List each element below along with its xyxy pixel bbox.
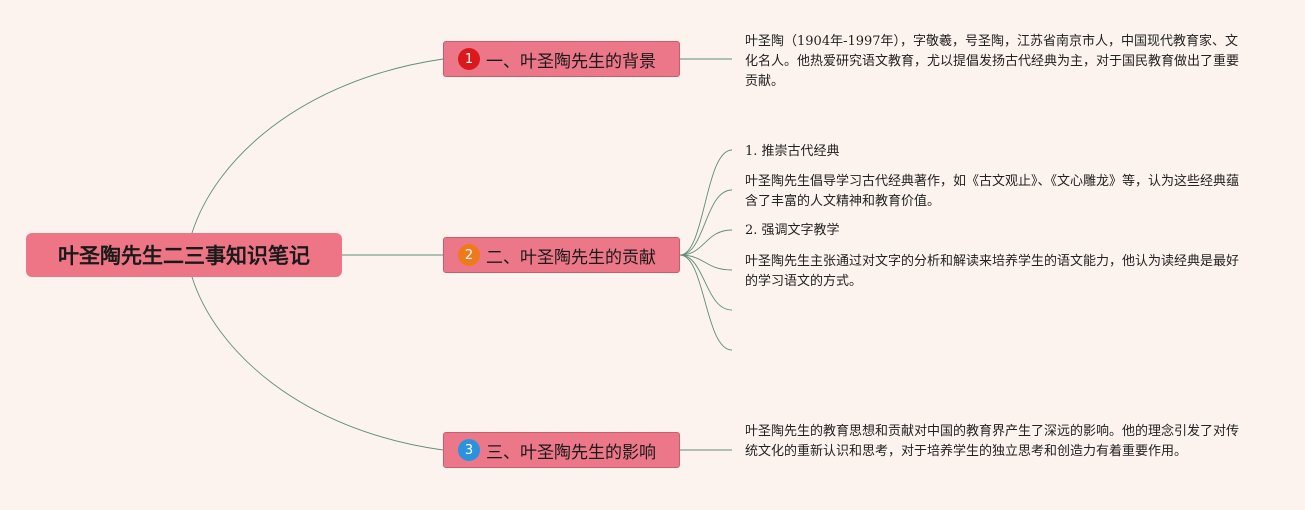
link-root-topic-1 <box>191 58 444 234</box>
link-topic-2-leaf-2 <box>679 189 733 256</box>
priority-1-icon: 1 <box>458 48 480 70</box>
link-root-topic-3 <box>191 276 444 451</box>
topic-node-contribution[interactable]: 2 二、叶圣陶先生的贡献 <box>443 237 680 273</box>
topic-label: 三、叶圣陶先生的影响 <box>486 442 656 463</box>
leaf-influence-text[interactable]: 叶圣陶先生的教育思想和贡献对中国的教育界产生了深远的影响。他的理念引发了对传统文… <box>745 424 1240 459</box>
link-topic-2-leaf-1 <box>679 149 733 256</box>
priority-3-icon: 3 <box>458 439 480 461</box>
root-node-label: 叶圣陶先生二三事知识笔记 <box>58 244 310 268</box>
priority-2-icon: 2 <box>458 244 480 266</box>
topic-node-influence[interactable]: 3 三、叶圣陶先生的影响 <box>443 432 680 468</box>
topic-label: 二、叶圣陶先生的贡献 <box>486 247 656 268</box>
leaf-contribution-1-text[interactable]: 叶圣陶先生倡导学习古代经典著作，如《古文观止》、《文心雕龙》等，认为这些经典蕴含… <box>745 174 1240 209</box>
leaf-contribution-1-title[interactable]: 1. 推崇古代经典 <box>745 144 840 159</box>
link-topic-2-leaf-6 <box>679 254 733 351</box>
leaf-contribution-2-text[interactable]: 叶圣陶先生主张通过对文字的分析和解读来培养学生的语文能力，他认为读经典是最好的学… <box>745 254 1240 289</box>
root-node[interactable]: 叶圣陶先生二三事知识笔记 <box>26 233 342 277</box>
topic-label: 一、叶圣陶先生的背景 <box>486 51 656 72</box>
leaf-contribution-2-title[interactable]: 2. 强调文字教学 <box>745 223 840 238</box>
link-topic-2-leaf-5 <box>679 254 733 311</box>
leaf-background-text[interactable]: 叶圣陶（1904年-1997年），字敬羲，号圣陶，江苏省南京市人，中国现代教育家… <box>745 34 1240 89</box>
link-topic-2-leaf-4 <box>679 254 733 271</box>
link-topic-2-leaf-3 <box>679 229 733 256</box>
topic-node-background[interactable]: 1 一、叶圣陶先生的背景 <box>443 41 680 77</box>
